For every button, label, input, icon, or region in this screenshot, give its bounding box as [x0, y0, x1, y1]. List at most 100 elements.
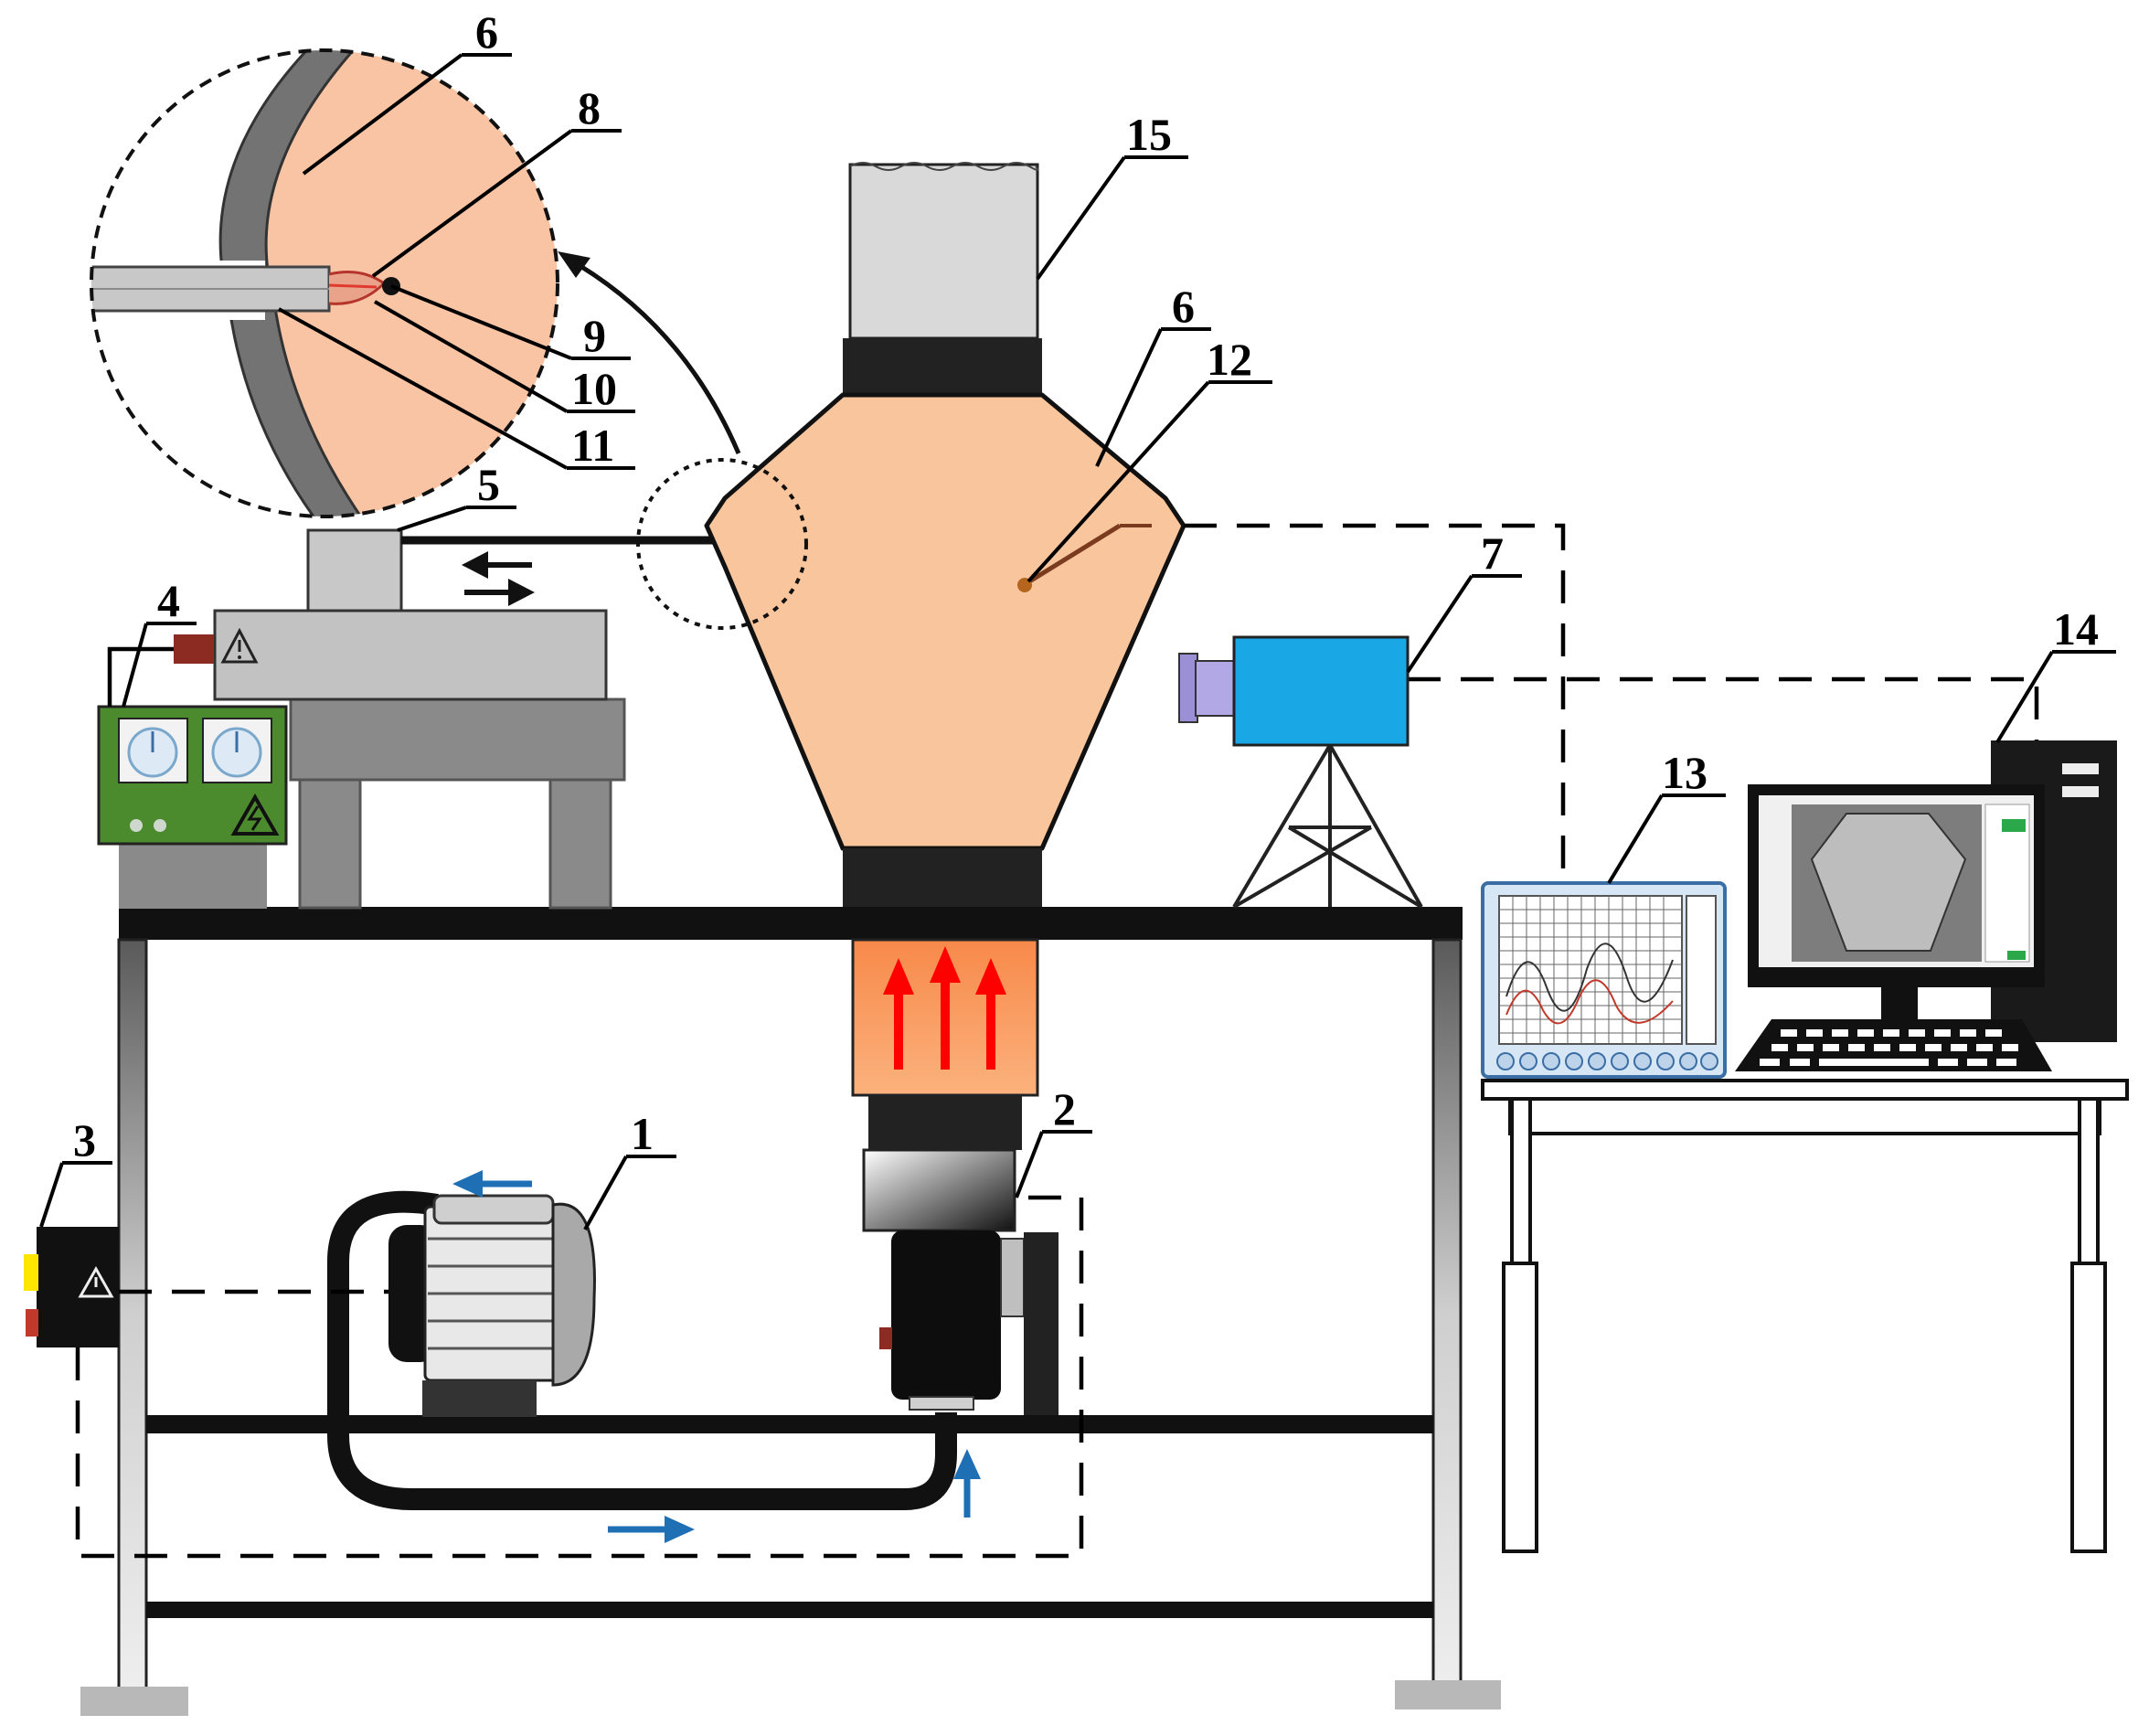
monitor-status-green [2002, 819, 2026, 832]
wire-camera-to-pc [1408, 676, 2039, 740]
detail-pointer-arrow [574, 261, 741, 454]
probe-stage-assembly [174, 527, 820, 910]
wire-panel-to-stage [107, 646, 174, 707]
desk-leg-left-lower [1502, 1262, 1538, 1553]
label-12: 12 [1207, 334, 1252, 385]
control-box-switch-yellow [24, 1254, 38, 1291]
thermocouple-12 [1025, 523, 1122, 586]
air-hose [327, 1190, 957, 1510]
exhaust-duct [848, 163, 1039, 340]
detail-callout-circle [636, 458, 808, 630]
label-2: 2 [1053, 1083, 1076, 1134]
label-3: 3 [73, 1114, 96, 1166]
recorder-grid [1499, 896, 1682, 1044]
desk-top [1481, 1079, 2129, 1101]
camera-body [1232, 635, 1410, 747]
table-rail-lower [146, 1602, 1433, 1618]
signal-wiring [75, 523, 2039, 1559]
label-5: 5 [477, 459, 500, 510]
label-10: 10 [571, 363, 617, 414]
airflow-arrow [953, 1449, 981, 1518]
motor-base [422, 1380, 537, 1417]
blower-housing [891, 1230, 1001, 1400]
chamber-body [704, 392, 1186, 851]
detail-chamber-wall [218, 50, 388, 517]
probe-detail-view [90, 48, 559, 518]
warning-triangle-icon [230, 793, 280, 836]
warning-triangle-icon [77, 1264, 115, 1301]
main-table [80, 907, 1501, 1716]
desk-frame [1508, 1097, 2101, 1135]
control-box-switch-red [26, 1309, 38, 1337]
coupler-2 [862, 1148, 1016, 1232]
keyboard-keys [1760, 1029, 2018, 1066]
panel-button [154, 819, 166, 832]
recorder-buttons [1496, 1052, 1718, 1070]
desk-leg-right-lower [2070, 1262, 2107, 1553]
monitor-thermal-image [1810, 813, 1967, 952]
control-box-3 [24, 1227, 119, 1347]
chamber-bottom-flange [843, 848, 1042, 907]
wire-thermocouple-to-recorder [1184, 523, 1566, 891]
table-foot-left [80, 1687, 188, 1716]
detail-pointer-arrowhead [558, 251, 590, 278]
warning-triangle-icon [220, 627, 259, 664]
thermal-camera [1178, 635, 1423, 909]
stage-support-leg-left [298, 778, 362, 910]
fan-motor [327, 1170, 981, 1543]
label-7: 7 [1481, 527, 1504, 579]
motor-fan-cowl [551, 1202, 596, 1387]
recorder-side-panel [1686, 895, 1717, 1045]
label-15: 15 [1126, 109, 1172, 160]
stage-support-top [289, 698, 626, 782]
label-8: 8 [578, 82, 601, 133]
panel-button [130, 819, 143, 832]
hot-gas-arrows [883, 946, 1006, 1070]
monitor-stand-neck [1881, 987, 1918, 1019]
gauge-dial-icon [202, 718, 272, 783]
heater-section [851, 938, 1059, 1415]
table-leg-left [117, 938, 148, 1691]
chamber-top-flange [843, 338, 1042, 395]
motor-top-box [432, 1194, 555, 1225]
recorder-trace-black [1505, 943, 1674, 1012]
detail-wire-red [328, 283, 378, 289]
stage-base [213, 609, 608, 701]
monitor-button-green [2007, 951, 2026, 960]
wire-loop-control [75, 1195, 1084, 1559]
table-foot-right [1395, 1680, 1501, 1709]
exhaust-duct-break [849, 162, 1039, 171]
combustion-chamber [558, 162, 1186, 907]
stage-connector [174, 634, 214, 664]
blower-inlet [909, 1396, 974, 1411]
gauge-dial-icon [118, 718, 188, 783]
desk-leg-left-upper [1510, 1097, 1532, 1265]
control-panel [97, 646, 288, 909]
pc-drive-bay [2062, 786, 2099, 797]
camera-lens [1195, 660, 1235, 717]
pc-drive-bay [2062, 763, 2099, 774]
motor-fins [428, 1237, 554, 1350]
temperature-recorder [1481, 881, 1727, 1079]
blower-connector [879, 1327, 892, 1349]
table-leg-right [1431, 938, 1463, 1691]
callout-labels: 6 8 9 10 11 5 4 15 6 12 [39, 6, 2116, 1230]
airflow-arrow [452, 1170, 532, 1198]
blower-flange [1000, 1238, 1025, 1317]
stage-support-leg-right [548, 778, 612, 910]
recorder-trace-red [1505, 979, 1674, 1025]
label-13: 13 [1662, 747, 1707, 798]
label-6-body: 6 [1172, 281, 1195, 332]
label-9: 9 [583, 310, 606, 361]
detail-view-boundary [90, 48, 559, 518]
burner-neck [868, 1095, 1022, 1150]
blower-bracket [1024, 1232, 1059, 1415]
camera-tripod [1232, 743, 1423, 909]
control-panel-stand [119, 843, 267, 909]
stage-carriage [306, 528, 403, 612]
table-top [119, 907, 1463, 940]
computer [1735, 740, 2117, 1071]
label-11: 11 [571, 420, 614, 471]
label-4: 4 [157, 575, 180, 626]
